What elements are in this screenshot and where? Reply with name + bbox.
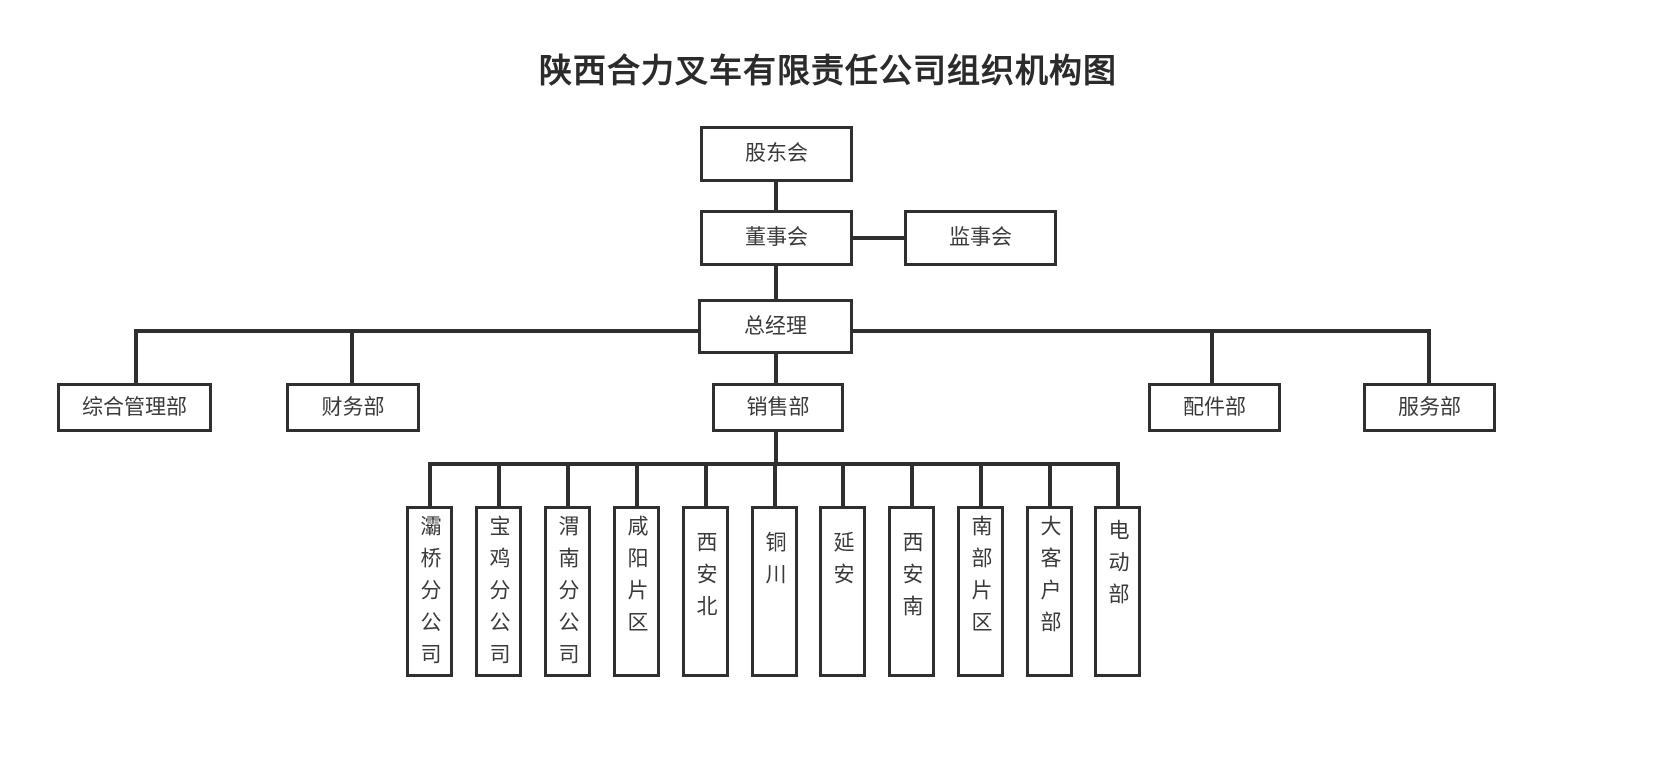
connector-drop-sales [774,354,778,383]
node-label: 灞桥分公司 [418,515,442,675]
node-label: 渭南分公司 [556,515,580,675]
connector-drop-tongchuan [773,462,777,508]
connector-drop-weinan [566,462,570,508]
node-label: 西安南 [900,531,924,627]
node-label: 宝鸡分公司 [487,515,511,675]
connector-drop-yanan [841,462,845,508]
connector-drop-baoji [497,462,501,508]
connector-drop-service [1427,329,1431,383]
node-general-manager[interactable]: 总经理 [698,299,853,354]
connector-bus-sales [428,462,1117,466]
connector-drop-baqiao [428,462,432,508]
node-dept-finance[interactable]: 财务部 [286,383,420,432]
connector-drop-xianyang [635,462,639,508]
node-label: 南部片区 [969,515,993,643]
node-label: 大客户部 [1038,515,1062,643]
connector-drop-electric [1116,462,1120,508]
node-sales-unit-nanbu[interactable]: 南部片区 [957,506,1004,677]
connector-drop-finance [350,329,354,383]
node-sales-unit-xian-bei[interactable]: 西安北 [682,506,729,677]
node-sales-unit-xian-nan[interactable]: 西安南 [888,506,935,677]
node-label: 电动部 [1106,519,1130,615]
node-label: 咸阳片区 [625,515,649,643]
page-title: 陕西合力叉车有限责任公司组织机构图 [539,52,1117,89]
node-dept-parts[interactable]: 配件部 [1148,383,1281,432]
node-sales-unit-weinan[interactable]: 渭南分公司 [544,506,591,677]
connector-drop-admin [134,329,138,383]
node-sales-unit-key-account[interactable]: 大客户部 [1026,506,1073,677]
connector-board-to-supervisors [851,236,906,240]
connector-board-to-gm [774,266,778,299]
connector-drop-nanbu [979,462,983,508]
node-sales-unit-baoji[interactable]: 宝鸡分公司 [475,506,522,677]
node-sales-unit-tongchuan[interactable]: 铜川 [751,506,798,677]
connector-bus-gm-right [851,329,1429,333]
node-sales-unit-baqiao[interactable]: 灞桥分公司 [406,506,453,677]
node-board-of-directors[interactable]: 董事会 [700,210,853,266]
connector-bus-gm-left [134,329,700,333]
node-label: 西安北 [694,531,718,627]
node-sales-unit-electric[interactable]: 电动部 [1094,506,1141,677]
node-sales-unit-xianyang[interactable]: 咸阳片区 [613,506,660,677]
node-label: 铜川 [763,531,787,595]
connector-drop-xianbei [704,462,708,508]
node-board-of-supervisors[interactable]: 监事会 [904,210,1057,266]
node-shareholders[interactable]: 股东会 [700,126,853,182]
connector-drop-keyacct [1048,462,1052,508]
node-dept-service[interactable]: 服务部 [1363,383,1496,432]
node-dept-sales[interactable]: 销售部 [712,383,844,432]
node-sales-unit-yanan[interactable]: 延安 [819,506,866,677]
connector-sales-stem [774,432,778,464]
node-label: 延安 [831,531,855,595]
node-dept-admin[interactable]: 综合管理部 [57,383,212,432]
connector-drop-xiannan [910,462,914,508]
connector-shareholders-to-board [774,182,778,210]
connector-drop-parts [1210,329,1214,383]
